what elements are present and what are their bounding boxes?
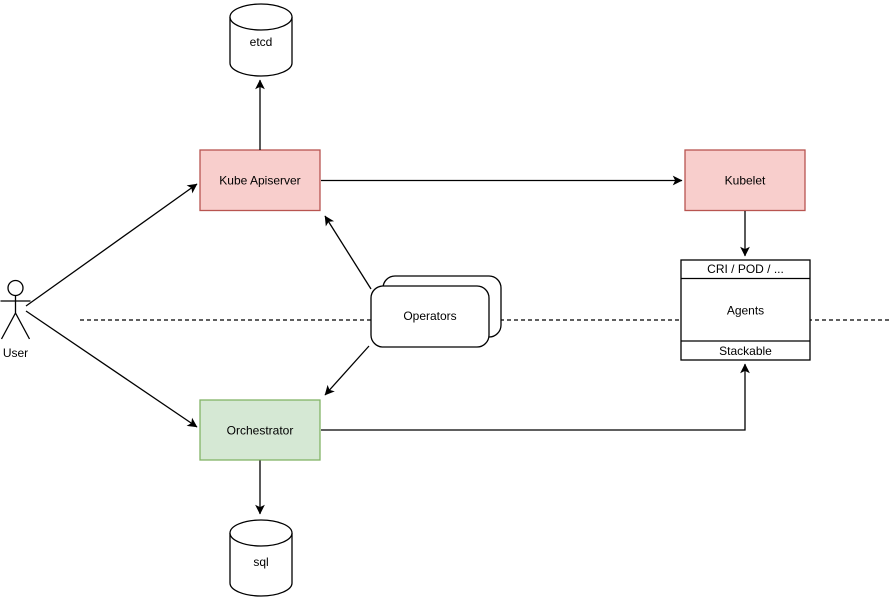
kubelet-label: Kubelet [725, 174, 766, 188]
actor-label: User [3, 346, 28, 360]
sql-cylinder-top [229, 519, 293, 547]
orchestrator-box [199, 399, 321, 461]
node-user-actor: User [0, 279, 31, 360]
node-agents: CRI / POD / ... Agents Stackable [680, 259, 811, 361]
operators-front-card [370, 285, 490, 348]
node-kubelet: Kubelet [684, 149, 806, 212]
edge-operators-to-kube-apiserver [324, 215, 372, 290]
node-orchestrator: Orchestrator [199, 399, 321, 461]
sql-cylinder-body [229, 533, 293, 597]
node-kube-apiserver: Kube Apiserver [199, 149, 321, 212]
etcd-cylinder-body [229, 17, 293, 77]
etcd-cylinder-top [229, 3, 293, 31]
agents-footer-label: Stackable [719, 344, 772, 358]
actor-head-icon [7, 279, 24, 297]
etcd-label: etcd [250, 35, 273, 49]
edges [25, 79, 750, 515]
kube-apiserver-box [199, 149, 321, 212]
agents-header-label: CRI / POD / ... [707, 262, 784, 276]
agents-body-label: Agents [727, 304, 764, 318]
edge-operators-to-orchestrator [324, 345, 370, 396]
node-etcd: etcd [229, 3, 293, 77]
kubelet-box [684, 149, 806, 212]
node-sql: sql [229, 519, 293, 597]
kube-apiserver-label: Kube Apiserver [219, 174, 300, 188]
node-operators: Operators [370, 275, 502, 348]
edge-user-to-kube-apiserver [25, 183, 198, 307]
edge-user-to-orchestrator [25, 310, 198, 428]
orchestrator-label: Orchestrator [227, 424, 294, 438]
operators-label: Operators [403, 309, 456, 323]
agents-box [680, 259, 811, 361]
sql-label: sql [253, 555, 268, 569]
edge-orchestrator-to-stackable [321, 363, 750, 431]
actor-body-icon [0, 295, 31, 340]
